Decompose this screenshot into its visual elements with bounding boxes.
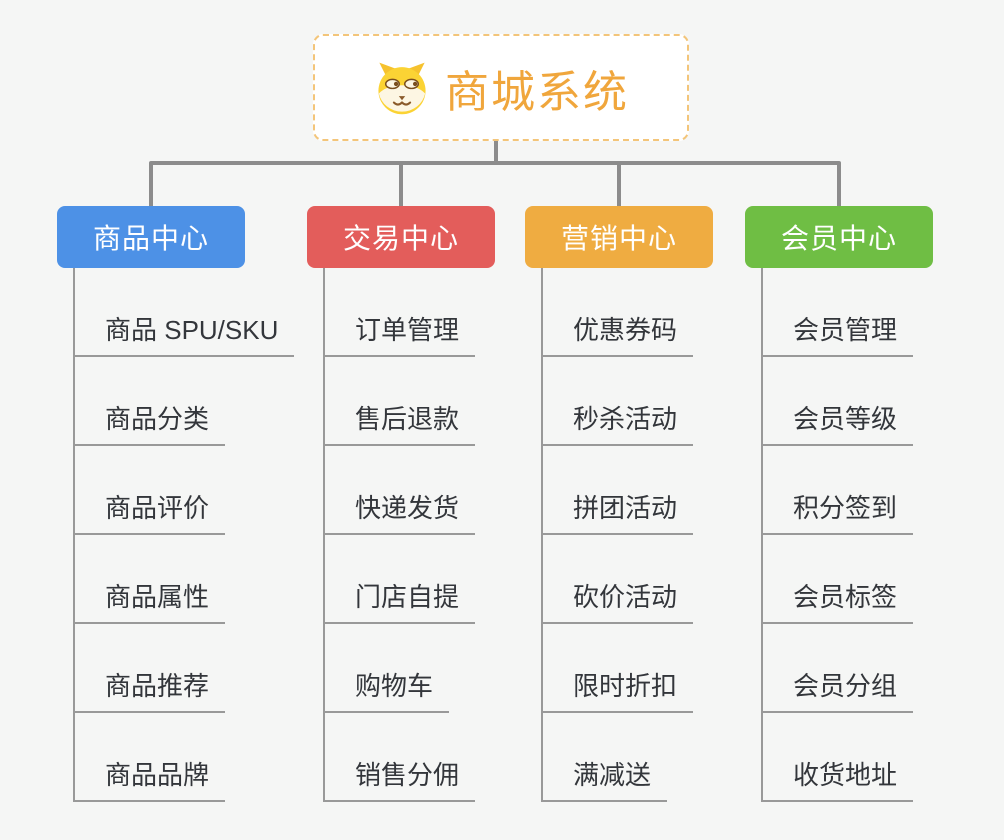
branch-member-center[interactable]: 会员中心 (745, 206, 933, 268)
leaf-item[interactable]: 满减送 (541, 713, 668, 802)
root-node-mall-system[interactable]: 商城系统 (313, 34, 689, 141)
dog-face-icon (378, 62, 426, 114)
branch-marketing-center[interactable]: 营销中心 (525, 206, 713, 268)
connector-drop-product (149, 163, 153, 207)
leaf-item[interactable]: 销售分佣 (323, 713, 476, 802)
leaf-item[interactable]: 快递发货 (323, 446, 476, 535)
leaf-item[interactable]: 优惠券码 (541, 268, 694, 357)
leaf-item[interactable]: 商品分类 (73, 357, 226, 446)
leaf-item[interactable]: 会员标签 (761, 535, 914, 624)
connector-bus (149, 161, 841, 165)
leaf-item[interactable]: 门店自提 (323, 535, 476, 624)
branch-trade-center[interactable]: 交易中心 (307, 206, 495, 268)
leaf-item[interactable]: 商品评价 (73, 446, 226, 535)
leaf-item[interactable]: 砍价活动 (541, 535, 694, 624)
leaf-item[interactable]: 商品推荐 (73, 624, 226, 713)
leaf-item[interactable]: 拼团活动 (541, 446, 694, 535)
connector-drop-member (837, 163, 841, 207)
branch-column-trade: 订单管理 售后退款 快递发货 门店自提 购物车 销售分佣 (323, 268, 476, 802)
branch-column-member: 会员管理 会员等级 积分签到 会员标签 会员分组 收货地址 (761, 268, 914, 802)
leaf-item[interactable]: 商品品牌 (73, 713, 226, 802)
leaf-item[interactable]: 售后退款 (323, 357, 476, 446)
leaf-item[interactable]: 会员分组 (761, 624, 914, 713)
leaf-item[interactable]: 收货地址 (761, 713, 914, 802)
leaf-item[interactable]: 商品 SPU/SKU (73, 268, 295, 357)
leaf-item[interactable]: 积分签到 (761, 446, 914, 535)
connector-root-stem (494, 141, 498, 163)
leaf-item[interactable]: 购物车 (323, 624, 450, 713)
root-title: 商城系统 (445, 67, 629, 117)
branch-column-product: 商品 SPU/SKU 商品分类 商品评价 商品属性 商品推荐 商品品牌 (73, 268, 295, 802)
branch-column-marketing: 优惠券码 秒杀活动 拼团活动 砍价活动 限时折扣 满减送 (541, 268, 694, 802)
leaf-item[interactable]: 会员管理 (761, 268, 914, 357)
leaf-item[interactable]: 秒杀活动 (541, 357, 694, 446)
leaf-item[interactable]: 限时折扣 (541, 624, 694, 713)
leaf-item[interactable]: 商品属性 (73, 535, 226, 624)
connector-drop-marketing (617, 163, 621, 207)
leaf-item[interactable]: 订单管理 (323, 268, 476, 357)
leaf-item[interactable]: 会员等级 (761, 357, 914, 446)
connector-drop-trade (399, 163, 403, 207)
branch-product-center[interactable]: 商品中心 (57, 206, 245, 268)
